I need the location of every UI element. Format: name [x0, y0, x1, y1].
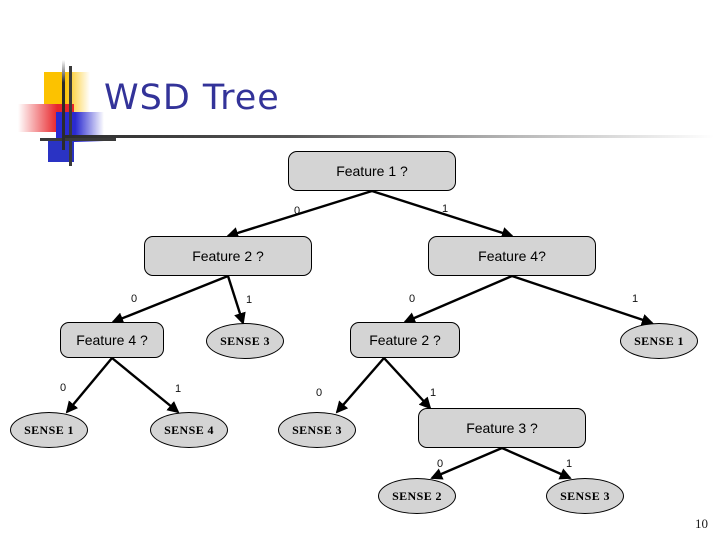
- logo-horizontal-line: [40, 138, 116, 141]
- edge-label-1: 1: [430, 387, 437, 399]
- edge-label-1: 1: [632, 293, 639, 305]
- edge-label-0: 0: [437, 458, 444, 470]
- divider-vertical-accent: [62, 60, 65, 150]
- tree-edge: [383, 357, 432, 410]
- sense-node-sense-1[interactable]: SENSE 1: [10, 412, 88, 448]
- tree-edge: [511, 274, 654, 326]
- edge-label-0: 0: [294, 205, 301, 217]
- decision-node-feature-2[interactable]: Feature 2 ?: [350, 322, 460, 358]
- sense-node-sense-1[interactable]: SENSE 1: [620, 323, 698, 359]
- sense-node-sense-2[interactable]: SENSE 2: [378, 478, 456, 514]
- sense-node-sense-3[interactable]: SENSE 3: [546, 478, 624, 514]
- sense-node-sense-4[interactable]: SENSE 4: [150, 412, 228, 448]
- page-title: WSD Tree: [104, 78, 280, 118]
- edge-label-0: 0: [131, 293, 138, 305]
- sense-node-sense-3[interactable]: SENSE 3: [278, 412, 356, 448]
- page-number: 10: [695, 516, 708, 531]
- tree-edge: [226, 275, 246, 325]
- logo-blue-block-lower: [48, 140, 74, 162]
- decision-node-feature-4[interactable]: Feature 4 ?: [60, 322, 164, 358]
- sense-node-sense-3[interactable]: SENSE 3: [206, 323, 284, 359]
- tree-edge: [111, 357, 180, 414]
- edge-label-1: 1: [246, 294, 253, 306]
- edge-label-1: 1: [175, 383, 182, 395]
- tree-edge: [403, 274, 513, 324]
- tree-edge-group: [65, 189, 654, 480]
- tree-edge: [226, 189, 373, 239]
- tree-edge: [430, 446, 503, 480]
- tree-edge: [501, 446, 572, 480]
- decision-node-feature-2[interactable]: Feature 2 ?: [144, 236, 312, 276]
- divider-rule: [62, 135, 714, 138]
- edge-label-0: 0: [316, 387, 323, 399]
- edge-label-1: 1: [566, 458, 573, 470]
- logo-vertical-line: [69, 66, 72, 166]
- edge-label-0: 0: [60, 382, 67, 394]
- edge-label-1: 1: [442, 203, 449, 215]
- decision-node-feature-1[interactable]: Feature 1 ?: [288, 151, 456, 191]
- edge-label-0: 0: [409, 293, 416, 305]
- tree-edge: [65, 357, 113, 414]
- tree-edge: [111, 274, 229, 324]
- decision-node-feature-4[interactable]: Feature 4?: [428, 236, 596, 276]
- decision-node-feature-3[interactable]: Feature 3 ?: [418, 408, 586, 448]
- tree-edge: [371, 189, 514, 239]
- tree-edge: [335, 357, 385, 414]
